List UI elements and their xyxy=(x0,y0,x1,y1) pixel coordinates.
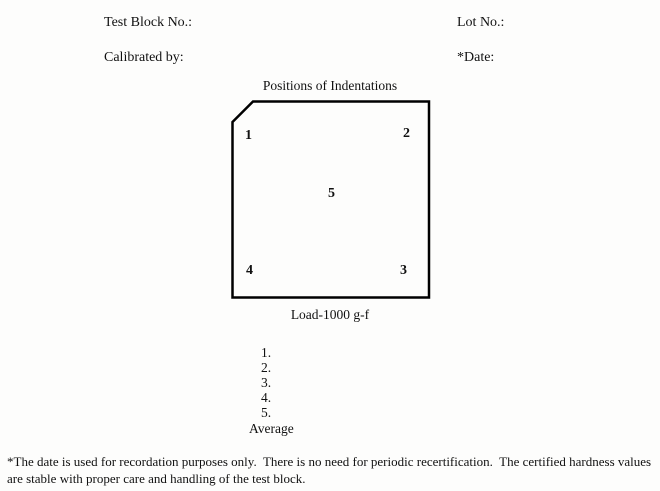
indent-position-1: 1 xyxy=(245,128,252,143)
calibrated-by-label: Calibrated by: xyxy=(104,50,184,65)
diagram-title: Positions of Indentations xyxy=(262,78,398,93)
reading-item-4: 4. xyxy=(261,390,272,405)
indent-position-5: 5 xyxy=(328,186,335,201)
average-label: Average xyxy=(249,421,294,436)
load-label: Load-1000 g-f xyxy=(290,307,370,322)
test-block-outline xyxy=(231,100,431,299)
reading-item-3: 3. xyxy=(261,375,272,390)
indent-position-3: 3 xyxy=(400,263,407,278)
date-label: *Date: xyxy=(457,50,495,65)
reading-item-2: 2. xyxy=(261,360,272,375)
readings-list: 1. 2. 3. 4. 5. xyxy=(261,345,271,420)
reading-item-1: 1. xyxy=(261,345,272,360)
indent-position-2: 2 xyxy=(403,126,410,141)
test-block-shape xyxy=(231,100,431,299)
test-block-no-label: Test Block No.: xyxy=(104,15,193,30)
footnote-text: *The date is used for recordation purpos… xyxy=(7,454,655,486)
reading-item-5: 5. xyxy=(261,405,272,420)
indent-position-4: 4 xyxy=(246,263,253,278)
lot-no-label: Lot No.: xyxy=(457,15,505,30)
